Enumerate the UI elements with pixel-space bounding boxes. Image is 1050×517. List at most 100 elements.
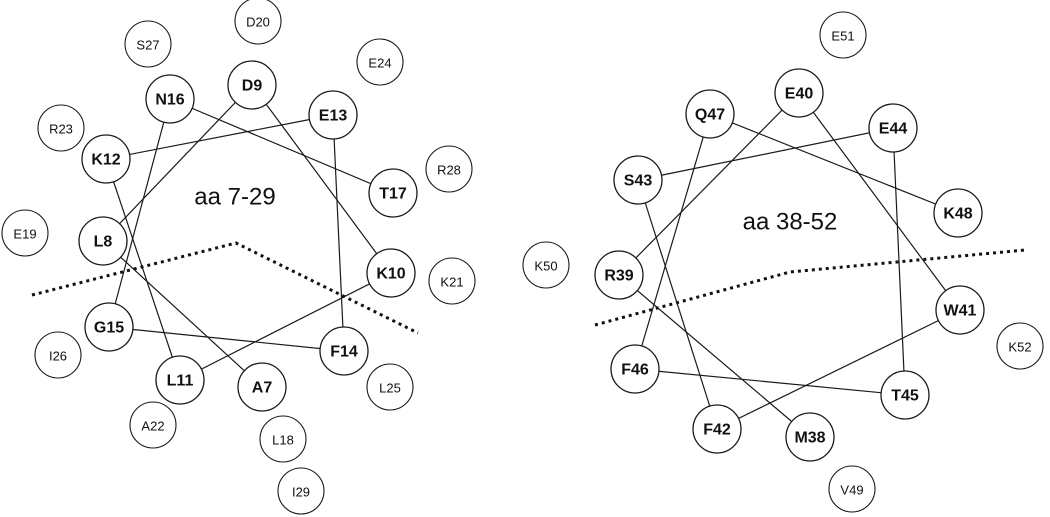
bond-lines xyxy=(618,92,961,438)
residue-t17: T17 xyxy=(368,168,418,218)
residue-k48: K48 xyxy=(933,188,983,238)
residue-e44: E44 xyxy=(868,103,918,153)
residue-circle xyxy=(227,60,277,110)
residue-k21: K21 xyxy=(428,257,476,305)
residue-r39: R39 xyxy=(594,250,644,300)
residue-k10: K10 xyxy=(366,248,416,298)
helical-wheel-aa-38-52: aa 38-52 M38R39E40W41F42S43E44T45F46Q47K… xyxy=(522,11,1044,513)
hydrophobic-boundary-line xyxy=(594,248,1026,327)
residue-circle xyxy=(868,103,918,153)
residue-k12: K12 xyxy=(81,134,131,184)
residue-label: V49 xyxy=(840,483,863,498)
residue-circle xyxy=(366,363,414,411)
residue-circle xyxy=(155,355,205,405)
bond-s43-e44 xyxy=(637,127,894,181)
residue-circle xyxy=(78,216,128,266)
bond-k12-e13 xyxy=(105,114,334,160)
residue-a22: A22 xyxy=(129,401,177,449)
bond-t45-f46 xyxy=(634,368,906,396)
residue-circle xyxy=(880,370,930,420)
residue-circle xyxy=(819,11,867,59)
residue-circle xyxy=(124,20,172,68)
residue-label: T45 xyxy=(891,388,919,405)
bond-q47-k48 xyxy=(709,113,959,214)
residue-circle xyxy=(37,104,85,152)
residue-circle xyxy=(319,326,369,376)
residue-circle xyxy=(610,344,660,394)
residue-w41: W41 xyxy=(935,285,985,335)
residue-label: W41 xyxy=(944,303,977,320)
residue-circle xyxy=(428,257,476,305)
residue-circle xyxy=(356,38,404,86)
residue-label: E19 xyxy=(13,227,36,242)
residue-label: T17 xyxy=(379,186,407,203)
residue-label: M38 xyxy=(794,430,825,447)
residue-label: L8 xyxy=(94,234,113,251)
residue-label: E24 xyxy=(368,56,391,71)
residue-circle xyxy=(1,209,49,257)
bond-m38-r39 xyxy=(618,274,811,438)
residue-circle xyxy=(685,89,735,139)
hydrophobic-boundary-line xyxy=(31,241,419,335)
residue-label: K10 xyxy=(376,266,405,283)
residue-v49: V49 xyxy=(828,465,876,513)
residue-label: S43 xyxy=(624,173,653,190)
residue-label: L18 xyxy=(272,433,294,448)
residue-f42: F42 xyxy=(692,404,742,454)
residue-d20: D20 xyxy=(234,0,282,45)
residue-label: Q47 xyxy=(695,107,725,124)
residue-label: D9 xyxy=(242,78,263,95)
wheel-title: aa 7-29 xyxy=(194,184,275,211)
residue-circle xyxy=(145,74,195,124)
residue-label: K21 xyxy=(440,275,463,290)
residue-l18: L18 xyxy=(259,415,307,463)
residue-label: K50 xyxy=(534,259,557,274)
bond-l8-d9 xyxy=(102,84,253,242)
residue-d9: D9 xyxy=(227,60,277,110)
residue-e19: E19 xyxy=(1,209,49,257)
residue-label: I26 xyxy=(49,349,67,364)
residue-circle xyxy=(277,467,325,515)
bond-g15-n16 xyxy=(108,98,171,328)
residue-nodes: A7L8D9K10L11K12E13F14G15N16T17L18E19D20K… xyxy=(1,0,476,515)
residue-label: K48 xyxy=(943,206,972,223)
residue-label: F14 xyxy=(330,344,358,361)
residue-n16: N16 xyxy=(145,74,195,124)
residue-label: E40 xyxy=(785,86,814,103)
residue-a7: A7 xyxy=(237,362,287,412)
bond-e40-w41 xyxy=(798,92,961,311)
residue-label: F42 xyxy=(703,422,731,439)
residue-circle xyxy=(774,68,824,118)
residue-s27: S27 xyxy=(124,20,172,68)
residue-label: G15 xyxy=(94,320,124,337)
residue-l25: L25 xyxy=(366,363,414,411)
residue-f46: F46 xyxy=(610,344,660,394)
residue-label: F46 xyxy=(621,362,649,379)
residue-circle xyxy=(308,90,358,140)
residue-k52: K52 xyxy=(996,322,1044,370)
residue-circle xyxy=(594,250,644,300)
residue-i26: I26 xyxy=(34,331,82,379)
residue-label: R23 xyxy=(49,122,73,137)
residue-label: D20 xyxy=(246,15,270,30)
residue-circle xyxy=(81,134,131,184)
residue-label: I29 xyxy=(292,485,310,500)
residue-circle xyxy=(259,415,307,463)
residue-label: L25 xyxy=(379,381,401,396)
residue-circle xyxy=(84,302,134,352)
residue-circle xyxy=(522,241,570,289)
bond-k10-l11 xyxy=(179,272,392,381)
residue-circle xyxy=(996,322,1044,370)
residue-l8: L8 xyxy=(78,216,128,266)
residue-circle xyxy=(129,401,177,449)
residue-e13: E13 xyxy=(308,90,358,140)
residue-t45: T45 xyxy=(880,370,930,420)
residue-e51: E51 xyxy=(819,11,867,59)
bond-f14-g15 xyxy=(108,326,345,352)
bond-f42-s43 xyxy=(637,179,718,430)
helical-wheel-aa-7-29: aa 7-29 A7L8D9K10L11K12E13F14G15N16T17L1… xyxy=(1,0,476,515)
residue-label: N16 xyxy=(155,92,184,109)
